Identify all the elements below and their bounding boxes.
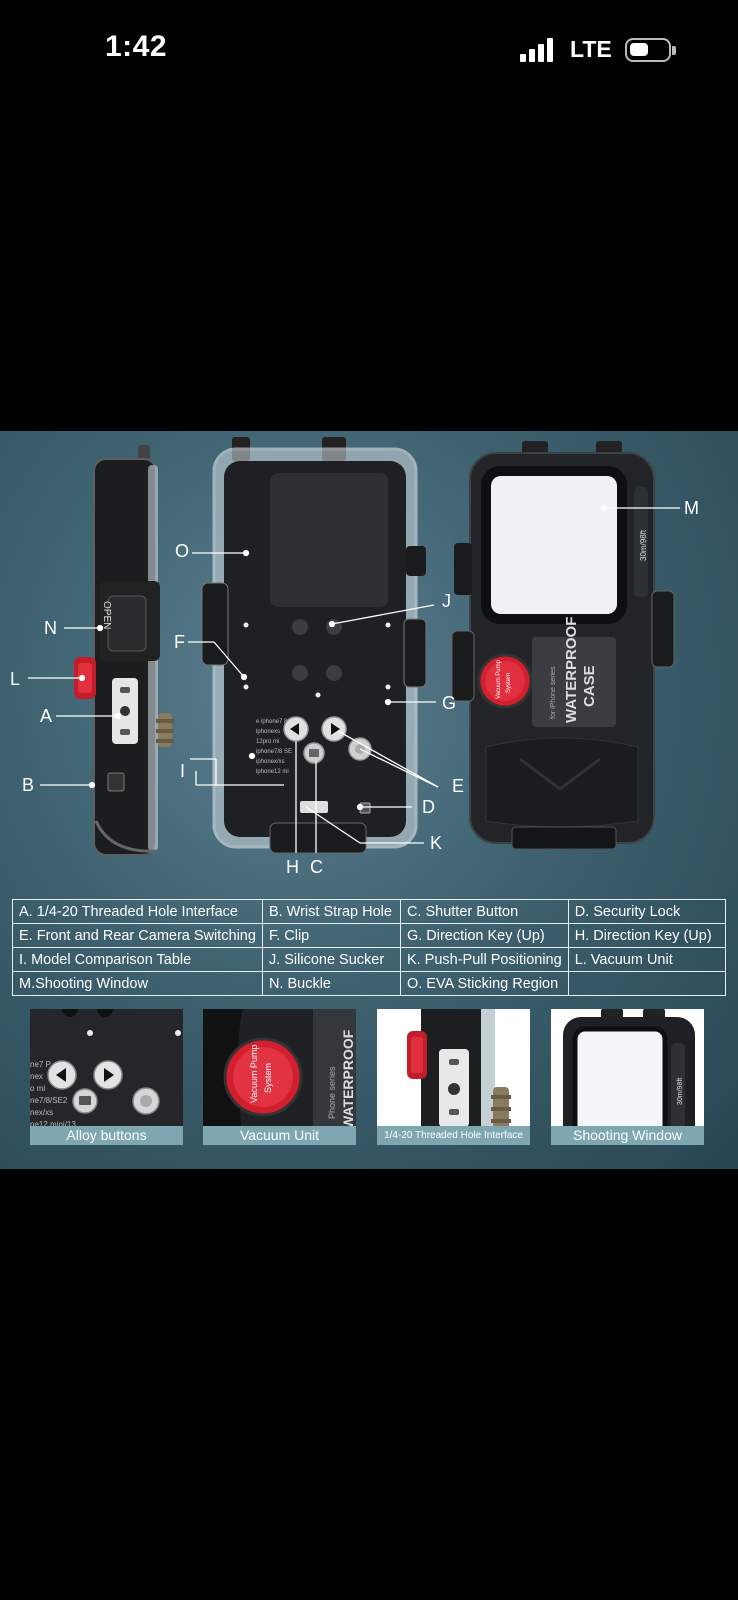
svg-text:ne12 mini/13: ne12 mini/13 — [30, 1120, 76, 1129]
callout-g: G — [442, 693, 457, 713]
svg-text:iphone12 mi: iphone12 mi — [256, 769, 289, 775]
table-row: I. Model Comparison Table J. Silicone Su… — [12, 947, 727, 972]
legend-cell: D. Security Lock — [567, 899, 727, 924]
front-view-case: e iphone7 8 iphonexs 12pro mi iphone7/8 … — [201, 437, 427, 854]
callout-j: J — [442, 591, 451, 611]
legend-cell: E. Front and Rear Camera Switching — [12, 923, 263, 948]
side-view-case: OPEN — [74, 445, 174, 856]
legend-cell: M.Shooting Window — [12, 971, 263, 996]
callout-b: B — [22, 775, 35, 795]
thumbnail-threaded-interface: 1/4-20 Threaded Hole Interface — [377, 1009, 530, 1145]
svg-text:iphone7/8 SE: iphone7/8 SE — [256, 749, 292, 755]
legend-cell: J. Silicone Sucker — [261, 947, 401, 972]
legend-cell: F. Clip — [261, 923, 401, 948]
svg-text:12pro mi: 12pro mi — [256, 739, 279, 745]
status-bar: 1:42 LTE — [0, 0, 738, 100]
svg-text:System: System — [506, 673, 512, 693]
battery-icon — [625, 38, 676, 62]
product-illustration: OPEN — [28, 437, 680, 856]
svg-text:e iphone7 8: e iphone7 8 — [256, 719, 288, 725]
callout-e: E — [452, 776, 465, 796]
vacuum-unit-closeup: Phone series WATERPROOF Vacuum Pump Syst… — [203, 1009, 356, 1145]
legend-cell: B. Wrist Strap Hole — [261, 899, 401, 924]
table-row: M.Shooting Window N. Buckle O. EVA Stick… — [12, 971, 727, 996]
legend-cell: N. Buckle — [261, 971, 401, 996]
callout-n: N — [44, 618, 57, 638]
svg-text:30m/98ft: 30m/98ft — [639, 529, 648, 561]
svg-text:nex: nex — [30, 1072, 43, 1081]
svg-text:WATERPROOF: WATERPROOF — [340, 1029, 356, 1129]
callout-h: H — [286, 857, 299, 877]
legend-cell: C. Shutter Button — [399, 899, 569, 924]
back-view-case: 30m/98ft for iPhone series WATERPROOF CA… — [451, 441, 675, 850]
thumbnail-alloy-buttons: ne7 P nex o mi ne7/8/SE2 nex/xs ne12 min… — [30, 1009, 183, 1145]
legend-cell: O. EVA Sticking Region — [399, 971, 569, 996]
svg-text:Phone series: Phone series — [327, 1066, 337, 1119]
cellular-signal-icon — [520, 38, 558, 62]
thumbnail-caption: Alloy buttons — [30, 1126, 183, 1145]
svg-text:nex/xs: nex/xs — [30, 1108, 53, 1117]
legend-cell: H. Direction Key (Up) — [567, 923, 727, 948]
thumbnail-caption: Shooting Window — [551, 1126, 704, 1145]
legend-cell: G. Direction Key (Up) — [399, 923, 569, 948]
callout-l: L — [10, 669, 21, 689]
parts-legend-table: A. 1/4-20 Threaded Hole Interface B. Wri… — [12, 899, 727, 996]
svg-text:CASE: CASE — [581, 665, 598, 707]
callout-m: M — [684, 498, 699, 518]
threaded-interface-closeup — [377, 1009, 530, 1145]
callout-k: K — [430, 833, 443, 853]
callout-lines — [28, 504, 680, 853]
svg-text:for iPhone series: for iPhone series — [550, 666, 557, 719]
svg-text:System: System — [263, 1063, 273, 1093]
product-image[interactable]: OPEN — [0, 431, 738, 1169]
alloy-buttons-closeup: ne7 P nex o mi ne7/8/SE2 nex/xs ne12 min… — [30, 1009, 183, 1145]
thumbnail-shooting-window: 30m/98ft Shooting Window — [551, 1009, 704, 1145]
legend-cell: I. Model Comparison Table — [12, 947, 263, 972]
thumbnail-caption: 1/4-20 Threaded Hole Interface — [377, 1126, 530, 1145]
svg-text:ne7/8/SE2: ne7/8/SE2 — [30, 1096, 68, 1105]
legend-cell: A. 1/4-20 Threaded Hole Interface — [12, 899, 263, 924]
svg-text:iphonex/xs: iphonex/xs — [256, 759, 285, 765]
table-row: E. Front and Rear Camera Switching F. Cl… — [12, 923, 727, 948]
legend-cell: K. Push-Pull Positioning — [399, 947, 569, 972]
legend-cell: L. Vacuum Unit — [567, 947, 727, 972]
svg-text:Vacuum Pump: Vacuum Pump — [496, 659, 502, 699]
network-type: LTE — [570, 36, 612, 62]
svg-text:o mi: o mi — [30, 1084, 45, 1093]
callout-o: O — [175, 541, 190, 561]
svg-text:Vacuum Pump: Vacuum Pump — [249, 1045, 259, 1103]
svg-text:30m/98ft: 30m/98ft — [677, 1078, 684, 1105]
callout-i: I — [180, 761, 186, 781]
shooting-window-closeup: 30m/98ft — [551, 1009, 704, 1145]
svg-text:ne7 P: ne7 P — [30, 1060, 51, 1069]
svg-text:iphonexs: iphonexs — [256, 729, 280, 735]
legend-cell — [567, 971, 727, 996]
table-row: A. 1/4-20 Threaded Hole Interface B. Wri… — [12, 899, 727, 924]
status-time: 1:42 — [105, 30, 168, 63]
thumbnail-caption: Vacuum Unit — [203, 1126, 356, 1145]
svg-text:WATERPROOF: WATERPROOF — [563, 617, 580, 723]
callout-d: D — [422, 797, 435, 817]
callout-a: A — [40, 706, 53, 726]
callout-f: F — [174, 632, 185, 652]
callout-c: C — [310, 857, 323, 877]
svg-text:OPEN: OPEN — [101, 601, 112, 629]
thumbnail-vacuum-unit: Phone series WATERPROOF Vacuum Pump Syst… — [203, 1009, 356, 1145]
